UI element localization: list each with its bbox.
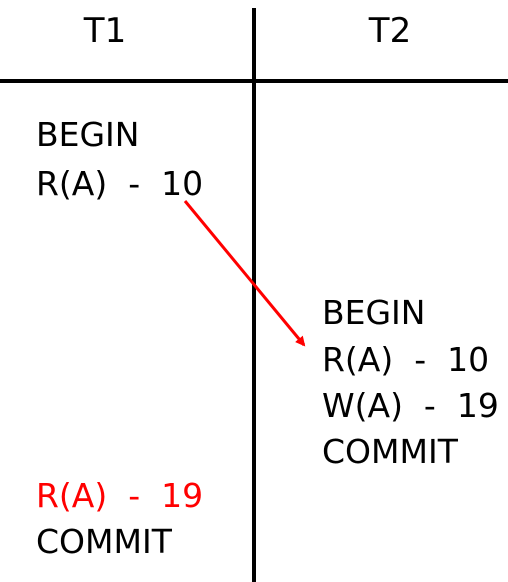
dependency-arrow-line	[183, 200, 306, 347]
t2-write-a-19: W(A) - 19	[322, 386, 499, 425]
t1-header: T1	[83, 11, 127, 51]
t1-begin: BEGIN	[36, 115, 140, 154]
t2-header: T2	[368, 11, 412, 51]
t2-commit: COMMIT	[322, 432, 458, 471]
t1-read-a-19: R(A) - 19	[36, 476, 204, 515]
t2-begin: BEGIN	[322, 293, 426, 332]
t2-read-a-10: R(A) - 10	[322, 340, 490, 379]
t1-read-a-10: R(A) - 10	[36, 164, 204, 203]
column-divider	[252, 8, 256, 582]
t1-commit: COMMIT	[36, 522, 172, 561]
